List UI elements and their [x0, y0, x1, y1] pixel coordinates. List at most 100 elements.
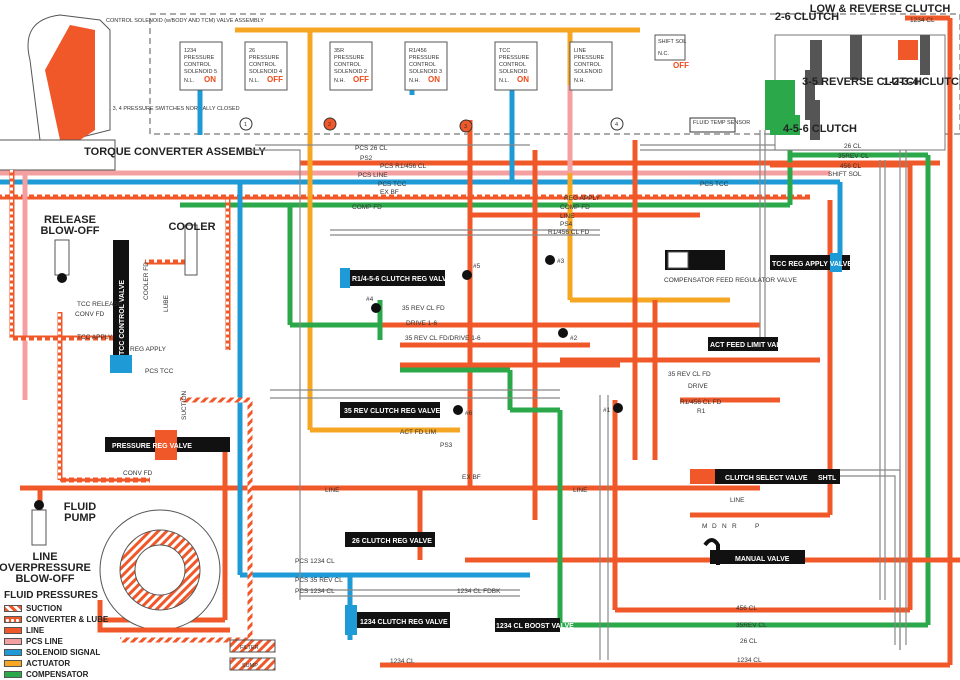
svg-text:PCS 1234 CL: PCS 1234 CL: [295, 588, 335, 595]
svg-text:PCS LINE: PCS LINE: [358, 172, 388, 179]
checkball-5: #5: [462, 263, 481, 280]
clutch-select-valve: CLUTCH SELECT VALVE SHTL: [690, 469, 840, 484]
svg-text:CONTROL: CONTROL: [499, 62, 526, 68]
fluid-temp-sensor-label: FLUID TEMP SENSOR: [693, 120, 750, 126]
svg-text:35 REV CL FD/DRIVE 1-6: 35 REV CL FD/DRIVE 1-6: [405, 335, 481, 342]
svg-text:OFF: OFF: [267, 75, 283, 84]
svg-text:456 CL: 456 CL: [736, 605, 757, 612]
svg-text:REG APPLY: REG APPLY: [130, 346, 167, 353]
c26-clutch-reg-valve: 26 CLUTCH REG VALVE: [345, 532, 435, 547]
svg-text:R1/456 CL FD: R1/456 CL FD: [680, 399, 722, 406]
svg-text:SHTL: SHTL: [850, 261, 869, 268]
legend-item-pcs-line: PCS LINE: [4, 636, 154, 647]
svg-text:26: 26: [249, 48, 255, 54]
svg-text:OFF: OFF: [673, 61, 689, 70]
svg-text:1234 CL: 1234 CL: [390, 658, 415, 665]
checkball-6: #6: [453, 405, 473, 417]
svg-text:ON: ON: [428, 75, 440, 84]
svg-text:PS4: PS4: [560, 221, 573, 228]
svg-text:PRESSURE REG VALVE: PRESSURE REG VALVE: [112, 443, 192, 450]
svg-text:SHTL: SHTL: [818, 475, 837, 482]
svg-text:LINE: LINE: [325, 487, 340, 494]
svg-text:TCC RELEASE: TCC RELEASE: [77, 301, 123, 308]
legend: FLUID PRESSURES SUCTION CONVERTER & LUBE…: [4, 590, 154, 680]
svg-text:456 CL: 456 CL: [840, 163, 861, 170]
svg-text:N: N: [722, 523, 727, 530]
svg-text:N.L.: N.L.: [184, 78, 195, 84]
svg-text:PRESSURE: PRESSURE: [334, 55, 365, 61]
svg-text:SOLENOID 3: SOLENOID 3: [409, 69, 442, 75]
svg-text:N.L.: N.L.: [499, 78, 510, 84]
svg-text:PRESSURE: PRESSURE: [499, 55, 530, 61]
svg-text:N.H.: N.H.: [409, 78, 420, 84]
svg-text:P: P: [755, 523, 759, 530]
pressure-switch-2: 2: [323, 117, 337, 131]
svg-text:R1: R1: [697, 408, 706, 415]
pcs-line-swatch: [4, 638, 22, 645]
svg-text:CONV FD: CONV FD: [75, 311, 105, 318]
tcc-reg-apply-valve: TCC REG APPLY VALVE SHTL: [770, 253, 869, 272]
svg-text:COOLER FD: COOLER FD: [143, 262, 150, 300]
torque-converter-label: TORQUE CONVERTER ASSEMBLY: [84, 146, 266, 158]
svg-text:PCS 26 CL: PCS 26 CL: [355, 145, 388, 152]
checkball-4: #4: [366, 296, 381, 313]
svg-text:35REV CL: 35REV CL: [736, 622, 767, 629]
svg-text:#2: #2: [570, 335, 578, 342]
svg-text:SOLENOID 4: SOLENOID 4: [249, 69, 282, 75]
svg-text:3: 3: [464, 124, 467, 130]
svg-text:26 CLUTCH REG VALVE: 26 CLUTCH REG VALVE: [352, 538, 432, 545]
svg-text:PRESSURE: PRESSURE: [249, 55, 280, 61]
clutch-35rev-label: 3-5 REVERSE CLUTCH: [802, 76, 922, 88]
svg-text:1234 CL: 1234 CL: [737, 657, 762, 664]
release-blowoff: [54, 239, 70, 283]
clutch-low-rev-label: LOW & REVERSE CLUTCH: [810, 3, 951, 15]
svg-text:CONTROL: CONTROL: [574, 62, 601, 68]
solenoid-assembly-box: [149, 13, 960, 135]
control-solenoid-label: CONTROL SOLENOID (w/BODY AND TCM) VALVE …: [106, 18, 264, 24]
r1456-clutch-reg-valve: R1/4-5-6 CLUTCH REG VALVE: [340, 268, 452, 288]
suction-swatch: [4, 605, 22, 612]
svg-text:PS3: PS3: [440, 442, 453, 449]
svg-text:PCS TCC: PCS TCC: [700, 181, 729, 188]
legend-item-solenoid-signal: SOLENOID SIGNAL: [4, 647, 154, 658]
svg-text:#4: #4: [366, 296, 374, 303]
legend-item-actuator: ACTUATOR: [4, 658, 154, 669]
legend-item-suction: SUCTION: [4, 603, 154, 614]
svg-text:35R: 35R: [334, 48, 344, 54]
svg-text:ACT FD LIM: ACT FD LIM: [400, 429, 436, 436]
fluid-pump: [97, 509, 230, 633]
svg-text:D: D: [712, 523, 717, 530]
svg-text:SHIFT SOL: SHIFT SOL: [828, 171, 862, 178]
converter-lube-swatch: [4, 616, 22, 623]
svg-text:1234 CL FDBK: 1234 CL FDBK: [457, 588, 501, 595]
svg-text:MANUAL VALVE: MANUAL VALVE: [735, 556, 790, 563]
svg-text:CLUTCH SELECT VALVE: CLUTCH SELECT VALVE: [725, 475, 808, 482]
clutch-26-label: 2-6 CLUTCH: [775, 11, 839, 23]
svg-text:SOLENOID: SOLENOID: [499, 69, 527, 75]
shift-solenoid: SHIFT SOL N.C. OFF: [654, 34, 689, 70]
solenoid-signal-swatch: [4, 649, 22, 656]
svg-text:#6: #6: [465, 410, 473, 417]
svg-text:M: M: [702, 523, 707, 530]
svg-text:R1/456: R1/456: [409, 48, 427, 54]
svg-text:REG APPLY: REG APPLY: [564, 195, 601, 202]
c1234-clutch-reg-valve: 1234 CLUTCH REG VALVE: [345, 605, 450, 635]
svg-text:EX BF: EX BF: [462, 474, 481, 481]
boost-valve: 1234 CL BOOST VALVE: [495, 618, 574, 632]
svg-text:R: R: [732, 523, 737, 530]
svg-text:1234 CL: 1234 CL: [910, 17, 935, 24]
svg-text:ON: ON: [517, 75, 529, 84]
clutch-456-label: 4-5-6 CLUTCH: [783, 123, 857, 135]
svg-text:SUCTION: SUCTION: [181, 390, 188, 420]
svg-text:R1/456 CL FD: R1/456 CL FD: [548, 229, 590, 236]
svg-text:SOLENOID 2: SOLENOID 2: [334, 69, 367, 75]
svg-text:CONTROL: CONTROL: [409, 62, 436, 68]
fluid-lines: [0, 15, 960, 668]
svg-text:SUMP: SUMP: [242, 663, 258, 669]
